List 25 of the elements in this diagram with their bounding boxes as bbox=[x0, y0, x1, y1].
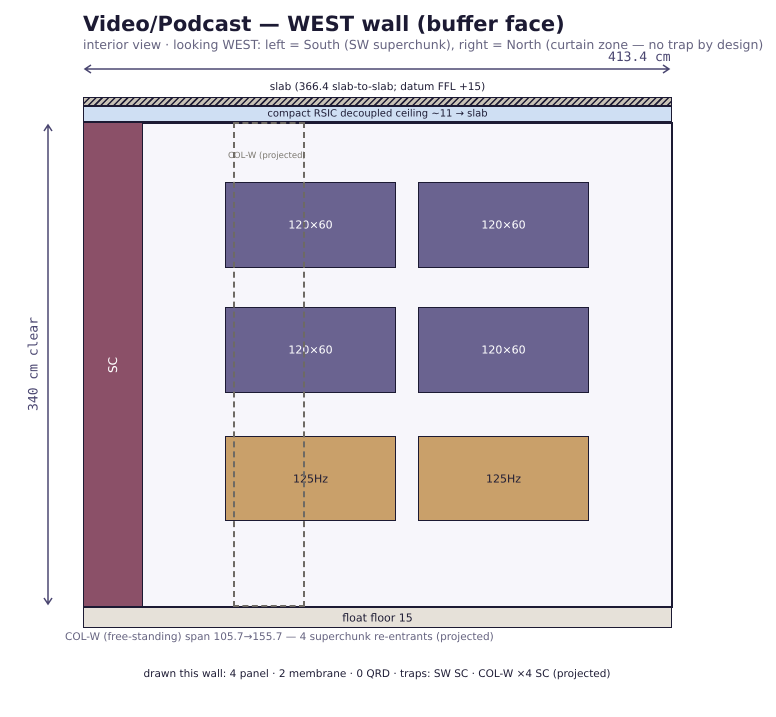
wall-elevation bbox=[83, 122, 673, 608]
membrane-trap bbox=[418, 436, 589, 521]
absorber-panel bbox=[418, 307, 589, 393]
slab-label: slab (366.4 slab-to-slab; datum FFL +15) bbox=[270, 81, 486, 93]
floor-band bbox=[83, 607, 672, 628]
panel-label: 120×60 bbox=[481, 344, 526, 356]
floor-label: float floor 15 bbox=[342, 611, 413, 624]
column-label: COL-W (projected) bbox=[228, 151, 306, 161]
panel-label: 120×60 bbox=[288, 344, 333, 356]
dimension-label: 340 cm clear bbox=[26, 317, 42, 411]
subtitle: interior view · looking WEST: left = South (SW superchunk), right = North (curtain zone — no trap by design) bbox=[83, 37, 764, 52]
absorber-panel bbox=[225, 307, 396, 393]
ceiling-label: compact RSIC decoupled ceiling ~11 → slab bbox=[267, 108, 488, 120]
diagram-title: Video/Podcast — WEST wall (buffer face) bbox=[83, 12, 565, 36]
ceiling-band bbox=[83, 106, 672, 122]
dimension-label: 413.4 cm bbox=[608, 50, 671, 65]
superchunk-trap bbox=[83, 122, 143, 607]
panel-label: 120×60 bbox=[481, 218, 526, 232]
membrane-trap bbox=[225, 436, 396, 521]
footnote: drawn this wall: 4 panel · 2 membrane · 0 QRD · traps: SW SC · COL-W ×4 SC (projected) bbox=[143, 668, 611, 680]
note: COL-W (free-standing) span 105.7→155.7 — 4 superchunk re-entrants (projected) bbox=[65, 631, 494, 643]
trap-label: SC bbox=[106, 356, 120, 372]
trap-label: 125Hz bbox=[486, 472, 522, 485]
absorber-panel bbox=[418, 182, 589, 268]
absorber-panel bbox=[225, 182, 396, 268]
